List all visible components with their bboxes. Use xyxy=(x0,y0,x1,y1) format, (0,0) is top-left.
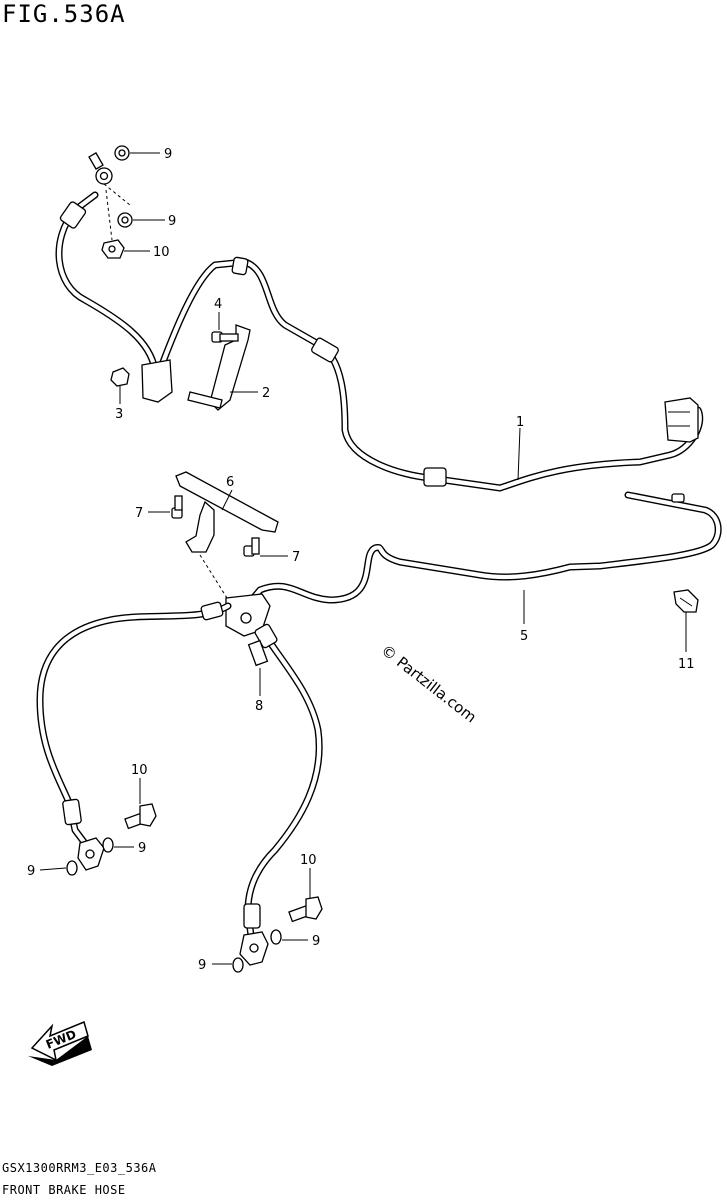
bolt-7-left[interactable] xyxy=(171,495,183,519)
callout-10: 10 xyxy=(131,763,148,778)
partzilla-watermark: © Partzilla.com xyxy=(378,641,480,726)
washer-9-top[interactable] xyxy=(114,145,133,228)
figure-title: FIG.536A xyxy=(2,0,126,28)
union-bolt-10-top[interactable] xyxy=(101,239,125,259)
callout-9: 9 xyxy=(198,958,206,973)
brake-hose-right-caliper[interactable] xyxy=(239,623,323,966)
bolt-7-right[interactable] xyxy=(243,537,260,557)
union-bolt-10-left[interactable] xyxy=(124,803,157,830)
callout-1: 1 xyxy=(516,415,524,430)
callout-6: 6 xyxy=(226,475,234,490)
three-way-joint[interactable] xyxy=(225,593,271,637)
brake-hose-left-caliper[interactable] xyxy=(36,601,232,871)
union-bolt-10-right[interactable] xyxy=(288,896,323,923)
callout-10: 10 xyxy=(300,853,317,868)
callout-2: 2 xyxy=(262,386,270,401)
callout-9: 9 xyxy=(27,864,35,879)
footer-code: GSX1300RRM3_E03_536A xyxy=(2,1161,157,1175)
callout-5: 5 xyxy=(520,629,528,644)
bolt-8[interactable] xyxy=(247,639,269,667)
leader-lines xyxy=(39,152,687,965)
callout-9: 9 xyxy=(138,841,146,856)
callout-10: 10 xyxy=(153,245,170,260)
callout-7: 7 xyxy=(292,550,300,565)
callout-numbers: 9 9 10 4 2 3 1 6 7 7 5 11 8 10 9 9 10 9 … xyxy=(27,147,695,973)
callout-8: 8 xyxy=(255,699,263,714)
callout-7: 7 xyxy=(135,506,143,521)
hose-bracket-2[interactable] xyxy=(187,324,251,411)
bolt-4[interactable] xyxy=(211,331,239,343)
callout-4: 4 xyxy=(214,297,222,312)
washer-9-lower[interactable] xyxy=(66,837,282,973)
callout-9: 9 xyxy=(168,214,176,229)
callout-9: 9 xyxy=(312,934,320,949)
callout-9: 9 xyxy=(164,147,172,162)
callout-11: 11 xyxy=(678,657,695,672)
assembly-line-top xyxy=(103,183,131,241)
nut-3[interactable] xyxy=(110,367,130,387)
brake-joint-bracket-6[interactable] xyxy=(175,471,279,553)
clamp-11[interactable] xyxy=(673,589,699,613)
callout-3: 3 xyxy=(115,407,123,422)
brake-hose-lower-5[interactable] xyxy=(241,491,722,612)
footer-name: FRONT BRAKE HOSE xyxy=(2,1183,126,1197)
brake-hose-upper[interactable] xyxy=(55,152,704,492)
fwd-arrow-icon: FWD xyxy=(28,1020,92,1066)
